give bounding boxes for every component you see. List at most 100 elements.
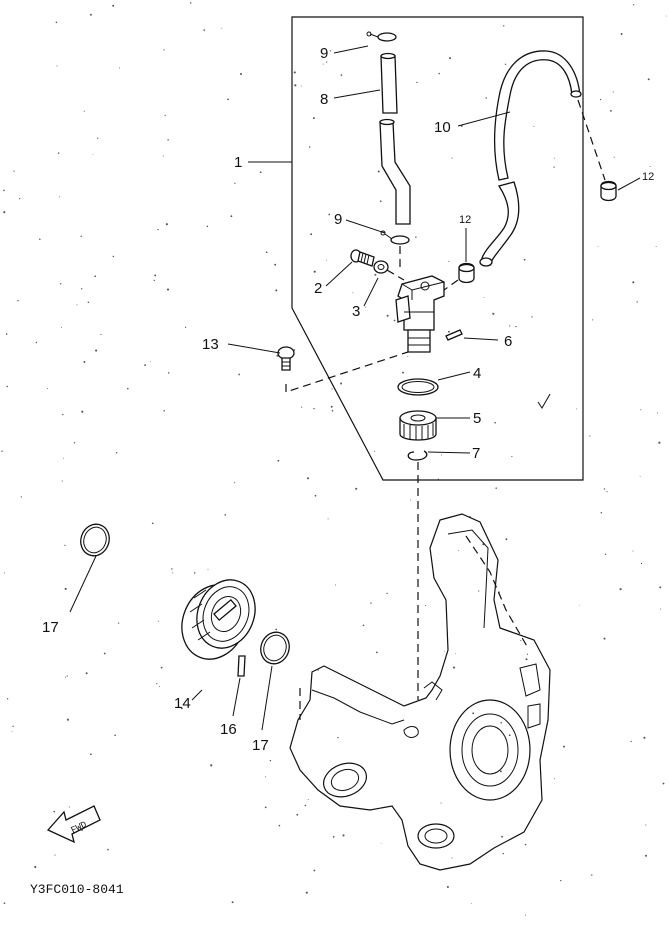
check-mark: [537, 393, 551, 409]
oil-pump-body: [395, 275, 445, 353]
speck: [492, 312, 495, 315]
speck: [483, 296, 485, 298]
centerline-screw: [386, 269, 405, 281]
speck: [505, 538, 508, 541]
callout-8: 8: [320, 91, 328, 108]
speck: [600, 512, 603, 514]
speck: [234, 182, 236, 184]
speck: [234, 482, 236, 484]
hose-10: [479, 50, 582, 267]
speck: [523, 258, 526, 261]
speck: [520, 640, 522, 642]
speck: [210, 764, 213, 767]
speck: [265, 776, 267, 778]
speck: [154, 274, 157, 277]
speck: [640, 562, 643, 565]
speck: [649, 166, 651, 167]
o-ring-4: [397, 378, 439, 396]
speck: [85, 672, 88, 675]
speck: [509, 325, 511, 327]
speck: [307, 798, 309, 800]
speck: [603, 637, 606, 640]
speck: [5, 333, 8, 335]
speck: [503, 25, 505, 27]
speck: [58, 196, 60, 198]
speck: [448, 260, 450, 262]
gear-5: [399, 410, 437, 441]
speck: [207, 568, 209, 570]
speck: [87, 301, 90, 304]
speck: [55, 21, 58, 24]
callout-4: 4: [473, 365, 481, 382]
speck: [165, 223, 168, 226]
speck: [655, 246, 657, 247]
speck: [317, 669, 319, 671]
hose-clamp-lower: [380, 230, 410, 245]
speck: [658, 441, 661, 444]
speck: [158, 686, 160, 688]
speck: [495, 487, 497, 489]
speck: [440, 802, 442, 804]
speck: [451, 857, 453, 859]
speck: [63, 457, 65, 459]
speck: [35, 341, 38, 344]
speck: [61, 480, 63, 482]
speck: [526, 653, 529, 655]
speck: [592, 319, 594, 321]
speck: [144, 364, 146, 366]
speck: [313, 270, 316, 273]
speck: [230, 215, 233, 218]
speck: [269, 759, 272, 762]
speck: [330, 405, 333, 408]
speck: [117, 622, 120, 624]
speck: [57, 152, 60, 154]
speck: [365, 306, 367, 308]
speck: [100, 333, 102, 336]
speck: [193, 572, 196, 574]
screw-13: [277, 346, 295, 371]
speck: [604, 553, 607, 555]
speck: [326, 61, 328, 63]
speck: [449, 57, 452, 60]
speck: [451, 157, 453, 159]
speck: [47, 388, 49, 390]
speck: [610, 110, 612, 112]
speck: [19, 198, 21, 200]
speck: [332, 836, 335, 838]
speck: [633, 4, 635, 6]
speck: [114, 734, 116, 737]
speck: [112, 4, 115, 7]
speck: [331, 409, 334, 412]
speck: [340, 382, 343, 385]
speck: [203, 29, 206, 31]
hose-8: [380, 52, 398, 114]
speck: [306, 477, 310, 480]
assembly-1-boundary: [291, 16, 584, 481]
speck: [231, 901, 234, 904]
speck: [275, 289, 278, 292]
speck: [504, 63, 507, 65]
speck: [13, 170, 15, 172]
speck: [54, 854, 56, 856]
speck: [447, 330, 450, 333]
speck: [53, 810, 56, 813]
speck: [501, 835, 503, 838]
speck: [437, 478, 439, 480]
speck: [6, 385, 8, 388]
speck: [4, 572, 5, 574]
callout-14: 14: [174, 695, 191, 712]
speck: [645, 824, 647, 826]
speck: [239, 72, 243, 76]
speck: [485, 97, 487, 99]
speck: [325, 259, 327, 261]
speck: [660, 608, 662, 610]
speck: [64, 544, 66, 547]
speck: [308, 146, 311, 148]
speck: [515, 325, 517, 328]
callout-2: 2: [314, 280, 322, 297]
speck: [83, 361, 86, 363]
speck: [576, 408, 577, 410]
pin-16: [237, 655, 246, 677]
pin-6: [445, 329, 463, 341]
